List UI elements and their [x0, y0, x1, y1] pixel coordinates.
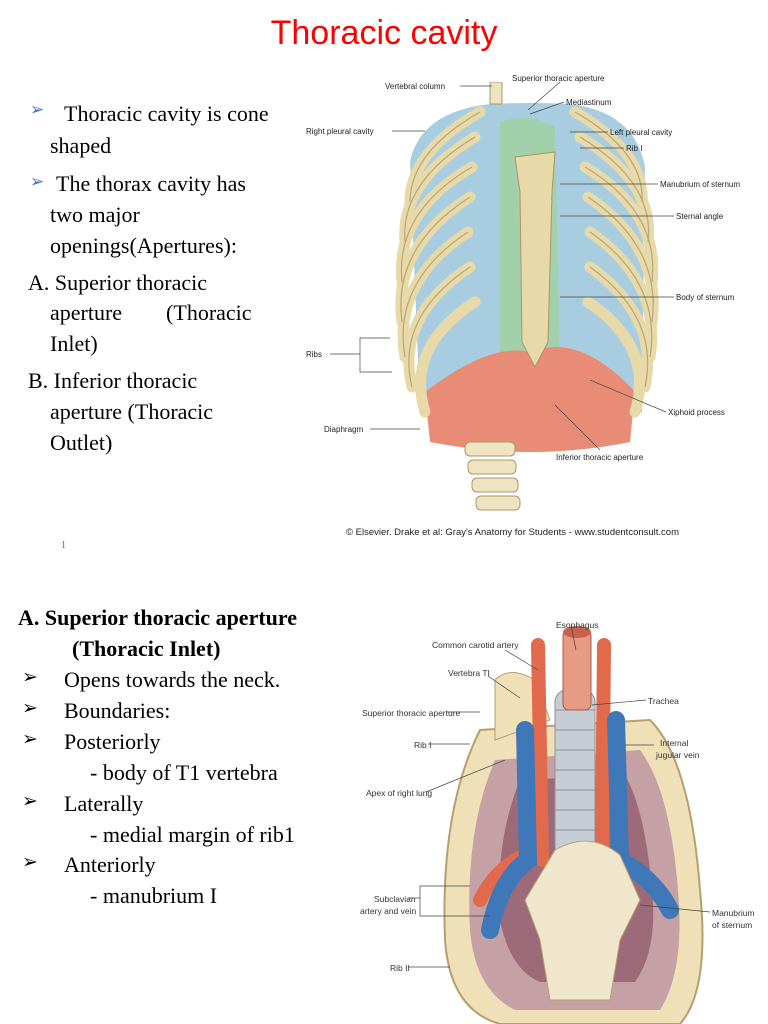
bullet-arrow-icon: ➢: [30, 172, 45, 192]
thoracic-cage-illustration: [395, 82, 659, 511]
label-rib-2: Rib II: [390, 963, 410, 973]
label-jugular-line-1: Internal: [660, 738, 689, 748]
label-body-sternum: Body of sternum: [676, 293, 735, 302]
label-xiphoid: Xiphoid process: [668, 408, 725, 417]
label-manubrium-line-1: Manubrium: [712, 908, 755, 918]
slide-title: Thoracic cavity: [270, 14, 498, 52]
label-jugular-line-2: jugular vein: [656, 750, 700, 760]
label-subclavian-line-2: artery and vein: [360, 906, 417, 916]
bullet-arrow-icon: ➢: [22, 790, 38, 812]
label-manubrium-line-2: of sternum: [712, 920, 753, 930]
label-esophagus: Esophagus: [556, 620, 599, 630]
label-rib-1: Rib I: [626, 144, 643, 153]
label-ribs: Ribs: [306, 350, 323, 359]
bullet-arrow-icon: ➢: [22, 666, 38, 688]
slide-1: Thoracic cavity ➢ Thoracic cavity is con…: [28, 14, 741, 551]
point-anteriorly-sub: - manubrium I: [90, 883, 218, 908]
page-number: 1: [61, 540, 66, 551]
item-b-line-3: Outlet): [50, 430, 113, 455]
slide-2-heading-line-2: (Thoracic Inlet): [72, 636, 221, 661]
label-manubrium: Manubrium of sternum: [660, 180, 741, 189]
label-inferior-aperture: Inferior thoracic aperture: [556, 453, 644, 462]
bullet-arrow-icon: ➢: [30, 100, 45, 120]
leader-lines-2: [408, 629, 711, 968]
label-apex-lung: Apex of right lung: [366, 788, 433, 798]
label-right-pleural: Right pleural cavity: [306, 127, 374, 136]
image-credit: © Elsevier. Drake et al: Gray's Anatomy …: [346, 527, 680, 538]
point-anteriorly: Anteriorly: [64, 852, 156, 877]
label-superior-aperture-2: Superior thoracic aperture: [362, 708, 461, 718]
label-subclavian-line-1: Subclavian: [374, 894, 416, 904]
bullet-1-line-2: shaped: [50, 133, 112, 158]
point-posteriorly-sub: - body of T1 vertebra: [90, 760, 278, 785]
item-b-line-2: aperture (Thoracic: [50, 399, 214, 424]
point-boundaries: Boundaries:: [64, 698, 171, 723]
slide-2-heading-line-1: A. Superior thoracic aperture: [18, 605, 298, 630]
label-vertebral-column: Vertebral column: [385, 82, 446, 91]
point-laterally-sub: - medial margin of rib1: [90, 822, 295, 847]
bullet-2-line-1: The thorax cavity has: [56, 171, 246, 196]
bullet-arrow-icon: ➢: [22, 728, 38, 750]
bullet-2-line-3: openings(Apertures):: [50, 233, 237, 258]
point-posteriorly: Posteriorly: [64, 729, 161, 754]
label-trachea: Trachea: [648, 696, 679, 706]
label-superior-aperture: Superior thoracic aperture: [512, 74, 605, 83]
label-rib-1-2: Rib I: [414, 740, 432, 750]
label-left-pleural: Left pleural cavity: [610, 128, 673, 137]
item-a-line-1: A. Superior thoracic: [28, 270, 207, 295]
item-a-line-3: Inlet): [50, 331, 98, 356]
point-opens: Opens towards the neck.: [64, 667, 281, 692]
label-carotid: Common carotid artery: [432, 640, 519, 650]
bullet-2-line-2: two major: [50, 202, 140, 227]
label-mediastinum: Mediastinum: [566, 98, 612, 107]
item-a-line-2: aperture (Thoracic: [50, 300, 252, 325]
bullet-arrow-icon: ➢: [22, 851, 38, 873]
label-vertebra-t1: Vertebra TI: [448, 668, 490, 678]
bullet-1-line-1: Thoracic cavity is cone: [64, 101, 269, 126]
leader-lines: [330, 81, 674, 451]
label-diaphragm: Diaphragm: [324, 425, 364, 434]
point-laterally: Laterally: [64, 791, 144, 816]
label-sternal-angle: Sternal angle: [676, 212, 724, 221]
bullet-arrow-icon: ➢: [22, 697, 38, 719]
thoracic-inlet-illustration: [443, 626, 704, 1024]
item-b-line-1: B. Inferior thoracic: [28, 368, 198, 393]
slide-2: A. Superior thoracic aperture (Thoracic …: [0, 580, 768, 1024]
